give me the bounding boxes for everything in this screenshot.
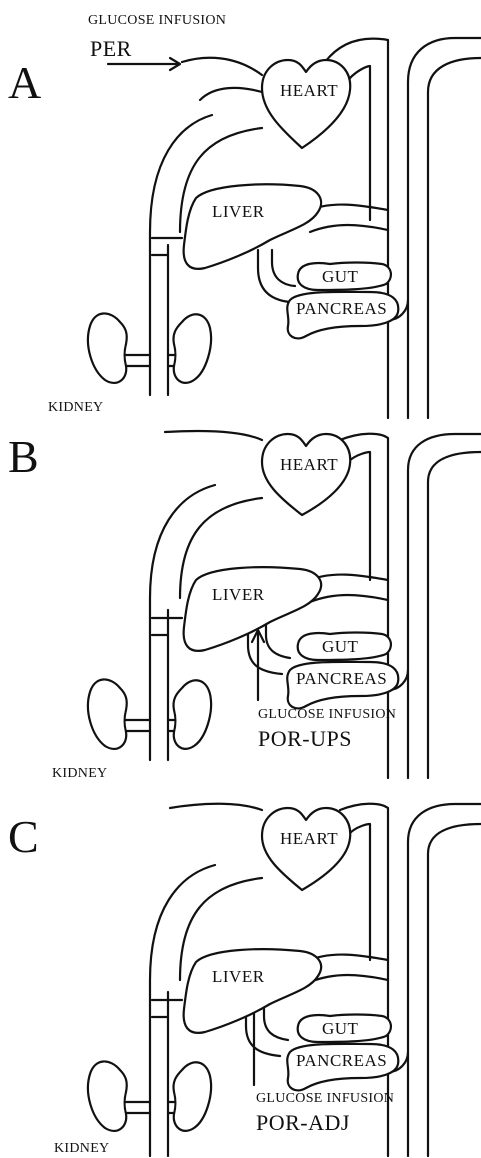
panel-letter: B [8,431,39,482]
gut-label: GUT [322,1019,359,1038]
liver-label: LIVER [212,585,265,604]
right-outer-2 [428,452,481,778]
heart-shape [262,60,350,148]
panel-b: B GLUCOSE INFUSION POR-UPS HEART LIVER G… [0,420,481,780]
infusion-route: POR-ADJ [256,1110,350,1135]
portal-vein-2 [272,250,295,286]
kidney-right-shape [173,314,211,383]
right-inner [348,824,370,960]
kidney-right-shape [173,680,211,749]
infusion-caption: GLUCOSE INFUSION [258,707,396,722]
infusion-route: POR-UPS [258,726,352,751]
renal-vessels [125,355,178,366]
peripheral-vein-lower [200,88,262,100]
portal-vein-2 [264,1002,288,1040]
infusion-caption: GLUCOSE INFUSION [256,1091,394,1106]
peripheral-vein [182,58,262,75]
kidney-label: KIDNEY [54,1141,109,1156]
kidney-left-shape [88,679,127,748]
portal-vein-2 [266,620,290,658]
kidney-left-shape [88,1061,127,1130]
panel-c: C GLUCOSE INFUSION POR-ADJ HEART LIVER G… [0,780,481,1158]
portal-vein [258,250,290,302]
panel-letter: C [8,811,39,862]
liver-shape [184,184,321,269]
liver-label: LIVER [212,202,265,221]
heart-shape [262,434,350,515]
kidney-label: KIDNEY [48,400,103,415]
renal-vessels [125,1102,178,1113]
right-outer-2 [428,58,481,418]
heart-label: HEART [280,455,338,474]
right-outer [408,804,481,1156]
gut-label: GUT [322,637,359,656]
top-vessel [165,431,262,440]
kidney-label: KIDNEY [52,766,107,780]
kidney-left-shape [88,313,127,382]
gut-vessel-2 [310,225,388,232]
top-vessel [170,804,262,810]
gut-label: GUT [322,267,359,286]
panel-a: A GLUCOSE INFUSION PER HEART LIVER GUT P… [0,0,481,420]
pancreas-label: PANCREAS [296,1051,387,1070]
liver-label: LIVER [212,967,265,986]
heart-label: HEART [280,829,338,848]
heart-shape [262,808,350,890]
infusion-caption: GLUCOSE INFUSION [88,13,226,28]
pancreas-label: PANCREAS [296,299,387,318]
right-outer [408,38,481,418]
right-outer-2 [428,824,481,1156]
right-inner [348,452,370,580]
right-outer [408,434,481,778]
gut-vessel-2 [310,975,388,982]
heart-label: HEART [280,81,338,100]
gut-vessel-2 [310,595,388,602]
panel-letter: A [8,57,41,108]
kidney-right-shape [173,1062,211,1131]
renal-vessels [125,720,178,731]
pancreas-label: PANCREAS [296,669,387,688]
infusion-route: PER [90,36,132,61]
